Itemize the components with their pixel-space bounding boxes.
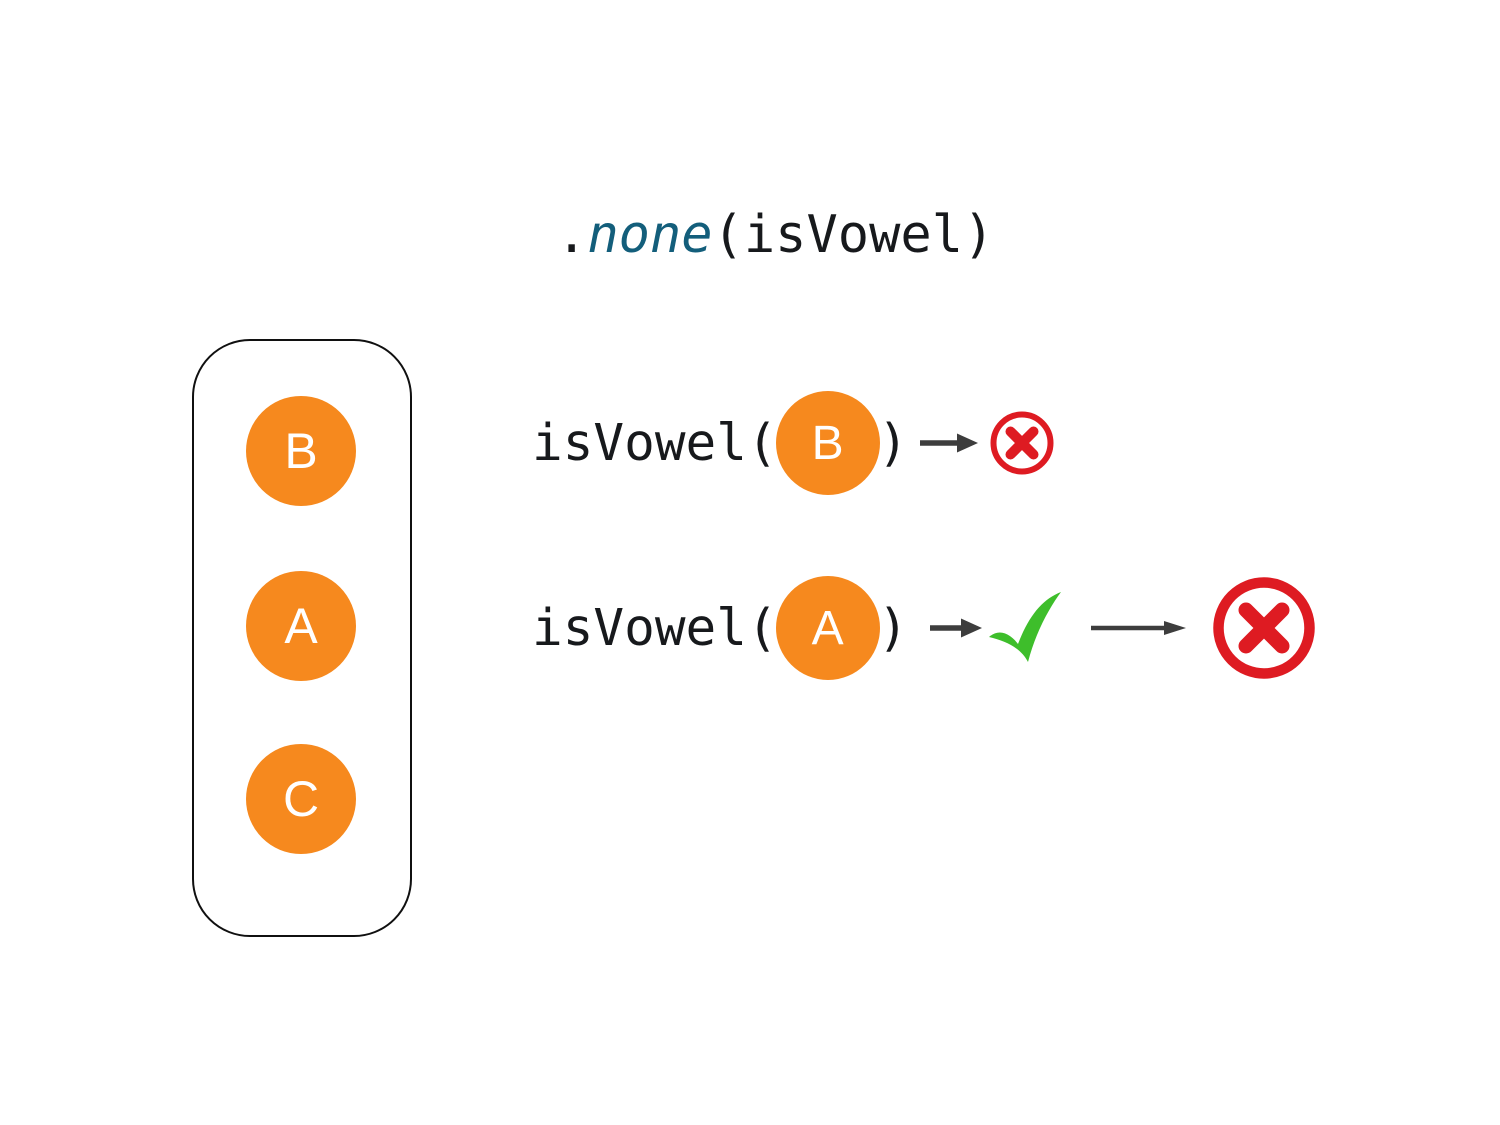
cross-circle-icon xyxy=(1213,577,1316,679)
arg-label: A xyxy=(811,601,844,655)
collection-box: B A C xyxy=(192,339,412,937)
collection-item-circle: B xyxy=(246,396,356,506)
eval-row-a: isVowel( A ) xyxy=(532,573,1316,683)
check-icon xyxy=(989,592,1062,662)
collection-item-circle: A xyxy=(246,571,356,681)
call-close-text: ) xyxy=(877,413,909,473)
arg-label: B xyxy=(811,416,844,470)
title-method-name: none xyxy=(587,205,713,265)
title-args: (isVowel) xyxy=(712,205,995,265)
collection-item-label: B xyxy=(284,423,318,479)
arrow-right-icon xyxy=(930,618,983,638)
call-close-text: ) xyxy=(877,598,909,658)
arg-circle: A xyxy=(775,576,880,680)
eval-row-b: isVowel( B ) xyxy=(532,388,1056,498)
title-dot: . xyxy=(556,205,588,265)
call-open-text: isVowel( xyxy=(532,413,778,473)
arg-circle: B xyxy=(775,391,880,495)
arrow-right-icon xyxy=(1091,621,1187,635)
cross-circle-icon xyxy=(990,411,1054,475)
call-open-text: isVowel( xyxy=(532,598,778,658)
arrow-right-icon xyxy=(920,433,979,453)
code-title: .none(isVowel) xyxy=(556,203,994,267)
collection-item-label: A xyxy=(284,598,318,654)
collection-item-circle: C xyxy=(246,744,356,854)
collection-item-label: C xyxy=(282,771,320,827)
